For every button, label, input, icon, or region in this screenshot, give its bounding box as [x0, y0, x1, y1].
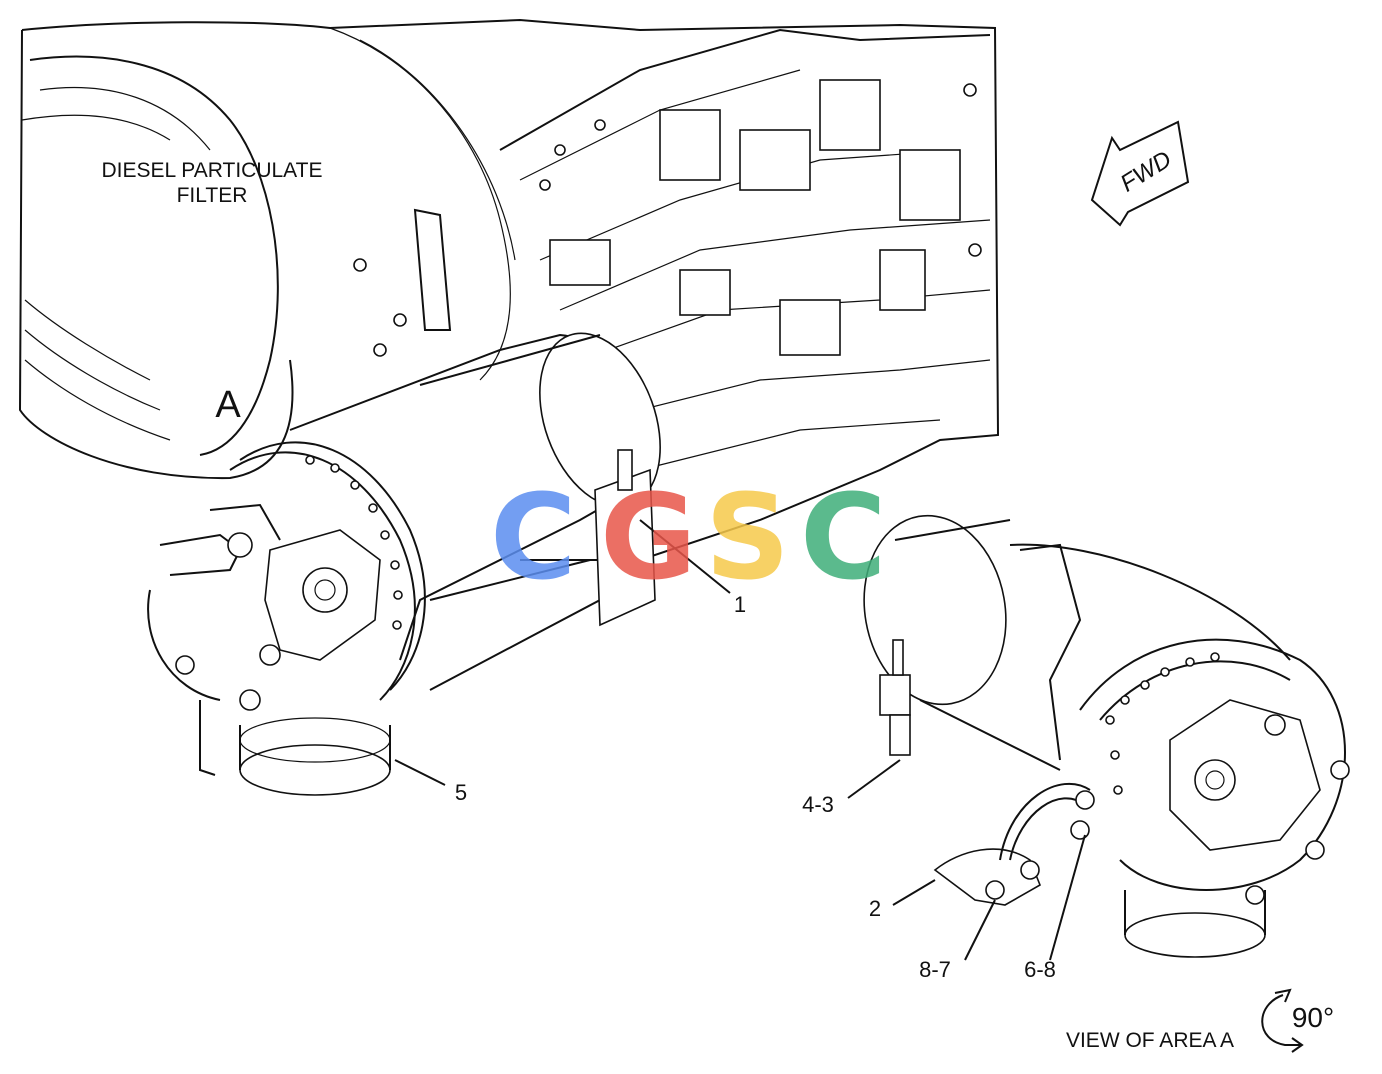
fwd-label: FWD [1116, 146, 1177, 198]
watermark-letter-c1: C [490, 468, 577, 606]
main-canister-drawing [147, 332, 661, 796]
watermark-letter-c2: C [800, 468, 887, 606]
diagram-title-line-1: DIESEL PARTICULATE [102, 159, 323, 182]
view-area-a-drawing [863, 514, 1350, 958]
callout-8-7: 8-7 [919, 957, 951, 982]
watermark-logo: C G S C [490, 468, 887, 606]
leader-lines [394, 519, 1086, 961]
callout-4-3: 4-3 [802, 792, 834, 817]
view-caption: VIEW OF AREA A [1066, 1029, 1234, 1052]
rotation-label: 90° [1292, 1002, 1334, 1033]
diesel-particulate-filter-drawing [18, 18, 1000, 561]
diagram-title-line-2: FILTER [177, 184, 248, 207]
callout-5: 5 [455, 780, 467, 805]
area-letter-label: A [215, 384, 241, 426]
callout-1: 1 [734, 592, 746, 617]
watermark-letter-s: S [705, 468, 790, 606]
engine-components-drawing [353, 28, 991, 471]
rotate-arrow-icon [1261, 988, 1304, 1053]
watermark-letter-g: G [600, 468, 697, 606]
callout-6-8: 6-8 [1024, 957, 1056, 982]
forward-direction-arrow-icon: FWD [1090, 120, 1190, 227]
callout-2: 2 [869, 896, 881, 921]
